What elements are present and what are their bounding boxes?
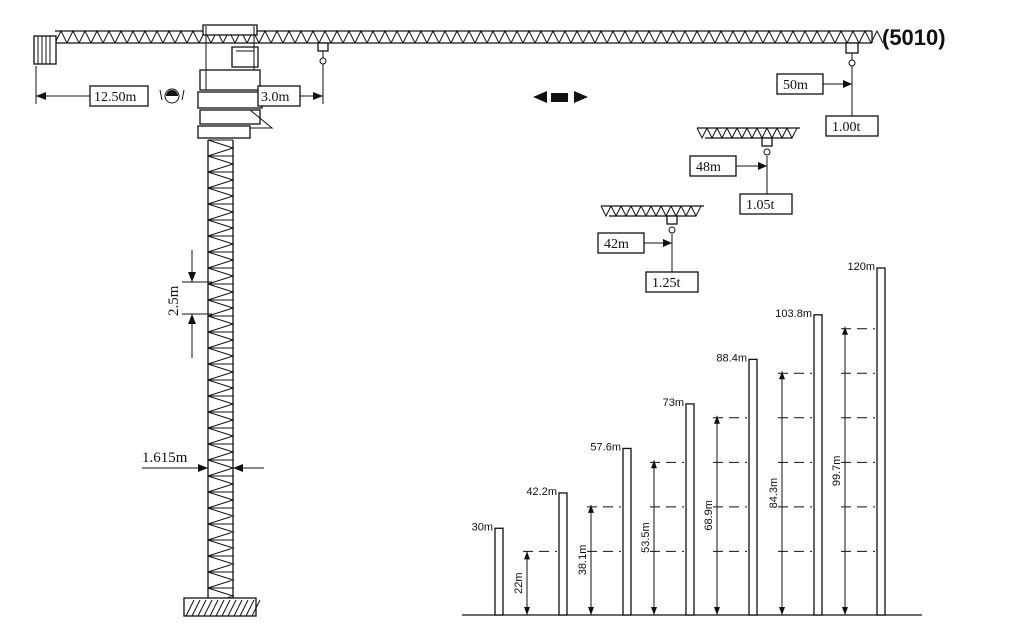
load-chart: 50m 1.00t 48m 1.05t 42m 1.25t bbox=[597, 66, 879, 293]
load-point: 42m 1.25t bbox=[597, 205, 704, 293]
max-height-label: 88.4m bbox=[716, 352, 747, 364]
model-label: (5010) bbox=[882, 25, 946, 50]
load-radius: 48m bbox=[696, 160, 721, 175]
jib bbox=[54, 29, 884, 44]
free-height-label: 22m bbox=[513, 572, 525, 593]
mast bbox=[207, 139, 235, 605]
mast-height-bar bbox=[685, 403, 695, 616]
free-height-label: 38.1m bbox=[577, 545, 589, 576]
mast-height-bar bbox=[876, 267, 886, 616]
free-height-label: 84.3m bbox=[768, 478, 780, 509]
mast-height-bar bbox=[748, 358, 758, 616]
max-height-label: 42.2m bbox=[526, 486, 557, 498]
max-height-label: 103.8m bbox=[775, 308, 812, 320]
mast-height-bar bbox=[494, 527, 504, 616]
load-capacity: 1.05t bbox=[746, 198, 775, 213]
counter-jib-dimension: 12.50m bbox=[35, 66, 185, 107]
jib-offset: 3.0m bbox=[261, 90, 290, 105]
load-point: 48m 1.05t bbox=[689, 127, 800, 215]
height-chart: 30m 42.2m 22m 57.6m 38.1m 73m 53.5m 88.4m 68.9m 1… bbox=[462, 261, 922, 616]
load-capacity: 1.00t bbox=[832, 120, 861, 135]
mast-section-height: 2.5m bbox=[166, 285, 182, 316]
load-radius: 50m bbox=[783, 78, 808, 93]
mast-height-bar bbox=[622, 447, 632, 616]
load-point: 50m 1.00t bbox=[776, 66, 879, 137]
mast-width-dimension: 1.615m bbox=[142, 450, 264, 472]
mast-height-bar bbox=[558, 492, 568, 616]
mast-section-dimension: 2.5m bbox=[166, 250, 212, 358]
foundation bbox=[183, 597, 261, 617]
counter-jib-length: 12.50m bbox=[94, 90, 137, 105]
free-height-label: 99.7m bbox=[831, 456, 843, 487]
trolley-hook-near bbox=[317, 42, 329, 65]
jib-offset-dimension: 3.0m bbox=[257, 64, 324, 107]
load-capacity: 1.25t bbox=[652, 276, 681, 291]
travel-arrow-icon bbox=[533, 91, 588, 103]
counterweight bbox=[33, 35, 57, 65]
mast-height-bar bbox=[813, 314, 823, 616]
load-radius: 42m bbox=[604, 237, 629, 252]
trolley-hook-tip bbox=[845, 42, 859, 67]
max-height-label: 57.6m bbox=[590, 441, 621, 453]
slewing-unit bbox=[197, 24, 274, 139]
mast-width: 1.615m bbox=[142, 450, 188, 466]
max-height-label: 73m bbox=[663, 397, 684, 409]
free-height-label: 68.9m bbox=[703, 500, 715, 531]
max-height-label: 30m bbox=[472, 521, 493, 533]
max-height-label: 120m bbox=[847, 261, 875, 273]
free-height-label: 53.5m bbox=[640, 522, 652, 553]
